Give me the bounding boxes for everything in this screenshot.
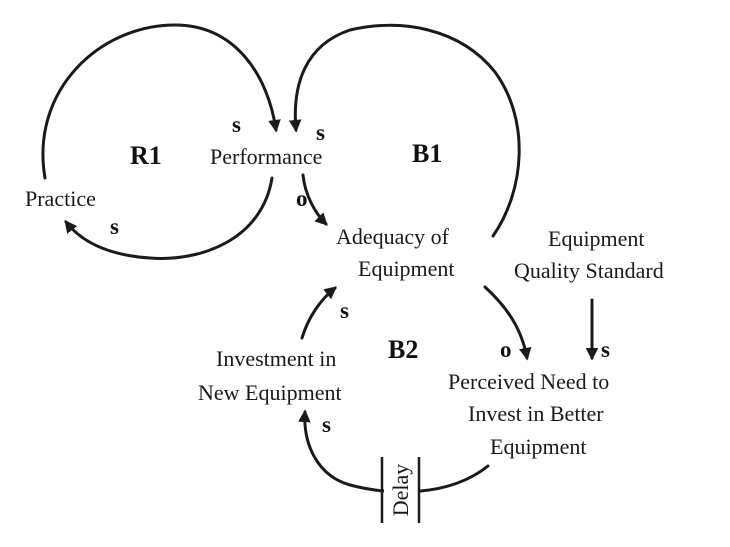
node-investment-line1: Investment in [216,346,336,371]
node-adequacy-line1: Adequacy of [336,224,450,249]
link-need-to-investment [298,409,490,494]
loop-r1-label: R1 [130,141,162,170]
polarity-adequacy-to-performance: s [316,120,325,145]
polarity-standard-to-need: s [601,337,610,362]
link-adequacy-to-need [483,285,532,361]
link-adequacy-to-performance [288,23,521,238]
node-need-line1: Perceived Need to [448,369,609,394]
polarity-need-to-investment: s [322,412,331,437]
polarity-performance-to-practice: s [110,214,119,239]
link-performance-to-adequacy [301,173,328,226]
node-standard-line2: Quality Standard [514,258,664,283]
node-investment-line2: New Equipment [198,380,342,405]
polarity-investment-to-adequacy: s [340,298,349,323]
node-performance: Performance [210,144,322,169]
node-standard-line1: Equipment [548,226,645,251]
node-need-line3: Equipment [490,434,587,459]
delay-label: Delay [388,464,413,517]
polarity-practice-to-performance: s [232,112,241,137]
loop-b1-label: B1 [412,139,442,168]
delay-marker: Delay [380,454,421,526]
link-practice-to-performance [41,23,281,180]
node-practice: Practice [25,186,96,211]
polarity-adequacy-to-need: o [500,337,512,362]
link-investment-to-adequacy [300,286,337,340]
node-adequacy-line2: Equipment [358,256,455,281]
polarity-performance-to-adequacy: o [296,186,308,211]
loop-b2-label: B2 [388,335,418,364]
node-need-line2: Invest in Better [468,401,604,426]
link-performance-to-practice [64,176,274,260]
